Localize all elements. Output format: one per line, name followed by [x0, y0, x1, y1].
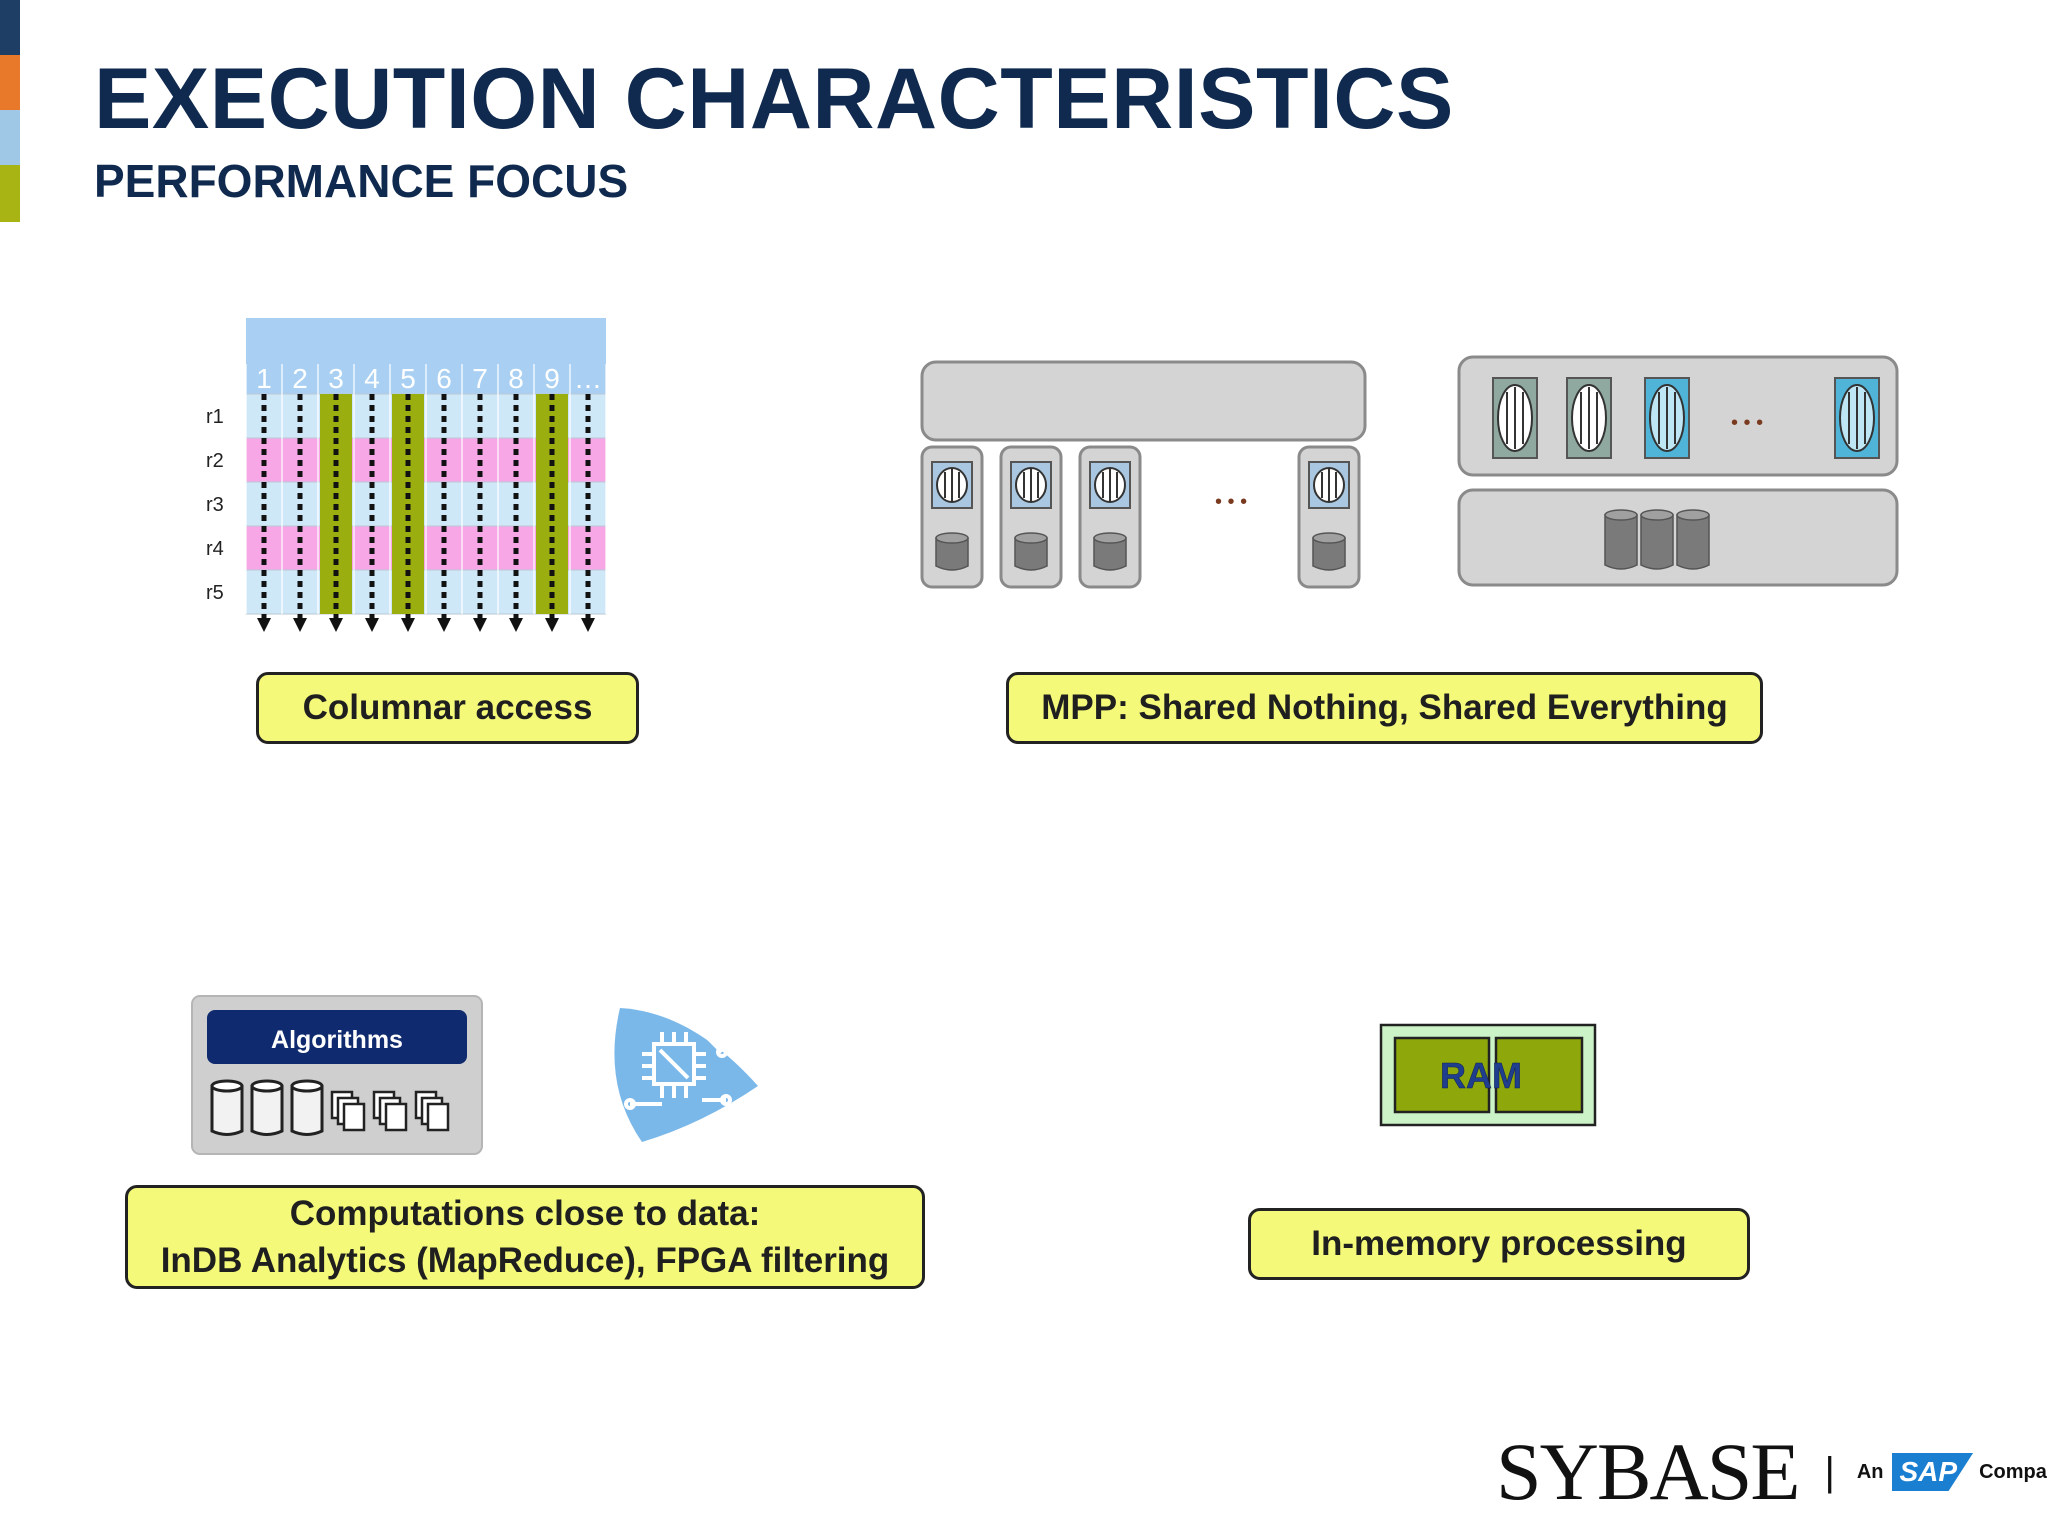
column-label: 9 [544, 363, 560, 394]
logo-separator: | [1824, 1449, 1835, 1494]
sybase-wordmark: SYBASE [1496, 1426, 1800, 1517]
sap-logo: SAP [1891, 1453, 1974, 1491]
slide-subtitle: PERFORMANCE FOCUS [94, 155, 629, 207]
arrow-head-icon [329, 618, 343, 632]
mpp-callout: MPP: Shared Nothing, Shared Everything [1006, 672, 1763, 744]
mpp-label: MPP: Shared Nothing, Shared Everything [1041, 688, 1728, 728]
disk-icon [1640, 509, 1674, 570]
disk-icon [1312, 532, 1346, 571]
column-label: 4 [364, 363, 380, 394]
arrow-head-icon [401, 618, 415, 632]
row-label: r2 [206, 450, 224, 472]
mpp-node-1 [920, 445, 984, 589]
disk-icon [250, 1079, 284, 1136]
arrow-head-icon [365, 618, 379, 632]
disk-icon [290, 1079, 324, 1136]
mpp-node-4 [1297, 445, 1361, 589]
mpp-shared-storage [1457, 488, 1899, 587]
arrow-head-icon [545, 618, 559, 632]
row-label: r4 [206, 538, 224, 560]
row-label: r5 [206, 582, 224, 604]
disk-icon [1014, 532, 1048, 571]
columnar-access-label: Columnar access [302, 688, 593, 728]
computations-line-1: Computations close to data: [289, 1193, 761, 1233]
disk-icon [1604, 509, 1638, 570]
sybase-sap-logo: SYBASE | An SAP Company [1496, 1426, 2048, 1517]
arrow-head-icon [581, 618, 595, 632]
row-label: r1 [206, 406, 224, 428]
documents-icon [330, 1090, 450, 1132]
mpp-node-2 [999, 445, 1063, 589]
accent-bar-green [0, 165, 20, 222]
accent-bar-navy [0, 0, 20, 55]
accent-bar-lightblue [0, 110, 20, 165]
accent-bar-orange [0, 55, 20, 110]
column-label: … [574, 363, 602, 394]
arrow-head-icon [437, 618, 451, 632]
computations-callout: Computations close to data: InDB Analyti… [125, 1185, 925, 1289]
column-label: 5 [400, 363, 416, 394]
column-label: 1 [256, 363, 272, 394]
column-label: 6 [436, 363, 452, 394]
computations-line-2: InDB Analytics (MapReduce), FPGA filteri… [160, 1241, 890, 1280]
disk-icon [210, 1079, 244, 1136]
cpu-icon [1010, 461, 1052, 509]
cpu-icon [1089, 461, 1131, 509]
mpp-diagram: • • • • • • [920, 355, 1899, 589]
mpp-ellipsis-right: • • • [1731, 412, 1763, 434]
column-label: 2 [292, 363, 308, 394]
disk-icon [1093, 532, 1127, 571]
arrow-head-icon [509, 618, 523, 632]
arrow-head-icon [473, 618, 487, 632]
fpga-chip-icon [614, 1008, 758, 1142]
algorithms-diagram: Algorithms [191, 995, 483, 1155]
mpp-shared-everything-cpu-bank: • • • [1457, 355, 1899, 477]
mpp-node-3 [1078, 445, 1142, 589]
columnar-access-callout: Columnar access [256, 672, 639, 744]
algorithms-banner [207, 1010, 467, 1064]
row-label: r3 [206, 494, 224, 516]
mpp-ellipsis-left: • • • [1215, 491, 1247, 513]
ram-module-icon: RAM [1379, 1023, 1597, 1127]
column-label: 7 [472, 363, 488, 394]
in-memory-label: In-memory processing [1311, 1224, 1687, 1264]
sap-wordmark: SAP [1899, 1456, 1958, 1487]
in-memory-callout: In-memory processing [1248, 1208, 1750, 1280]
column-label: 8 [508, 363, 524, 394]
slide-title: EXECUTION CHARACTERISTICS [94, 51, 1454, 147]
ram-label: RAM [1440, 1055, 1522, 1096]
mpp-shared-nothing-network-bar [920, 360, 1367, 442]
arrow-head-icon [293, 618, 307, 632]
disk-icon [935, 532, 969, 571]
column-label: 3 [328, 363, 344, 394]
logo-company: Company [1979, 1460, 2048, 1483]
cpu-icon [1308, 461, 1350, 509]
logo-an: An [1856, 1460, 1884, 1483]
arrow-head-icon [257, 618, 271, 632]
disk-icon [1676, 509, 1710, 570]
cpu-icon [931, 461, 973, 509]
algorithms-label: Algorithms [271, 1026, 403, 1054]
